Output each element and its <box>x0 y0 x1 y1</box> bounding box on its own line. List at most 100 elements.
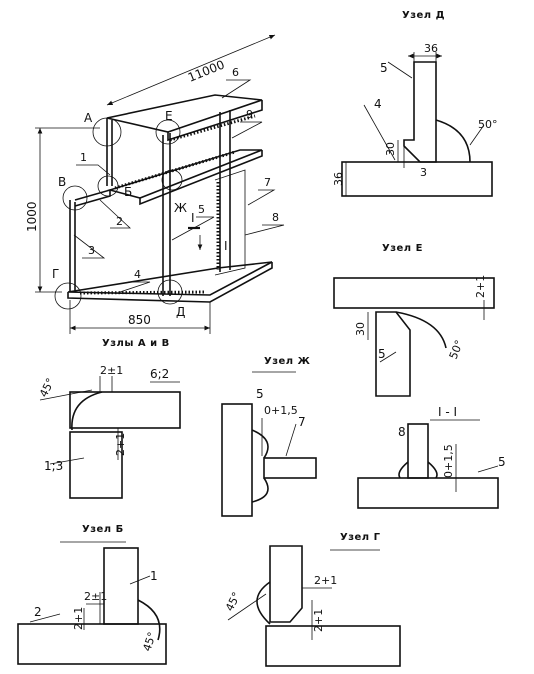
node-b-leader-2 <box>29 613 61 623</box>
node-d-title: Узел Д <box>402 10 445 21</box>
node-d-angle-leader <box>469 124 485 146</box>
section-base <box>357 477 499 509</box>
node-g-label: Г <box>52 267 59 281</box>
node-b-part-bottom: 2 <box>34 605 42 619</box>
detail-node-d: Узел Д 36 5 4 30 36 3 50° <box>332 10 498 197</box>
node-av-leader-bottom <box>49 457 85 465</box>
dim-length-value: 11000 <box>186 57 227 84</box>
node-b-leader-1 <box>129 575 151 585</box>
node-d-circle <box>157 279 183 305</box>
node-d-dim-height: 30 <box>384 142 397 156</box>
node-e-label: Е <box>165 109 173 123</box>
leader-6 <box>221 79 252 99</box>
node-b-gap-h: 2±1 <box>84 590 107 603</box>
node-zh-circle <box>161 169 183 191</box>
node-av-part-bottom: 1;3 <box>44 459 63 473</box>
node-d-angle: 50° <box>478 118 498 131</box>
node-av-gap-h: 2±1 <box>100 364 123 377</box>
leader-4 <box>119 281 151 293</box>
part-1-label: 1 <box>80 151 87 164</box>
part-9-label: 9 <box>246 108 253 121</box>
part-5-label: 5 <box>198 203 205 216</box>
node-g-web <box>269 545 303 623</box>
node-b-circle <box>97 175 119 197</box>
leader-7 <box>247 189 276 206</box>
node-zh-weld-arcs <box>251 429 269 503</box>
node-e-web <box>375 311 411 397</box>
node-a-label: А <box>84 111 93 125</box>
leader-3 <box>73 234 106 259</box>
node-av-title: Узлы А и В <box>102 338 170 349</box>
section-mark-label: I <box>191 211 195 225</box>
leader-9 <box>231 121 263 139</box>
section-part-bottom: 5 <box>498 455 506 469</box>
section-title: I - I <box>438 405 457 419</box>
section-weld-arcs <box>398 461 438 479</box>
node-b-weld-arc <box>137 599 161 641</box>
detail-nodes-a-v: Узлы А и В 45° 2±1 2+1 6;2 1;3 <box>37 338 181 499</box>
dim-line-length <box>106 34 276 106</box>
detail-node-e: Узел Е 30 2+1 50° 5 <box>333 243 495 397</box>
node-zh-label: Ж <box>174 201 187 215</box>
node-v-label: В <box>58 175 66 189</box>
node-b-part-top: 1 <box>150 569 158 583</box>
node-b-web <box>103 547 139 625</box>
node-b-gap-v: 2+1 <box>72 607 85 630</box>
node-e-dim-height: 30 <box>354 322 367 336</box>
node-d-plate <box>341 161 493 197</box>
part-4-label: 4 <box>134 268 141 281</box>
node-e-circle <box>155 119 181 145</box>
node-e-part: 5 <box>378 347 386 361</box>
detail-section-i-i: I - I 8 0+1,5 5 <box>357 405 506 509</box>
node-a-circle <box>92 117 122 147</box>
node-b-label: Б <box>124 185 132 199</box>
node-zh-plate <box>263 457 317 479</box>
node-zh-part-right: 7 <box>298 415 306 429</box>
part-3-label: 3 <box>88 244 95 257</box>
node-g-angle: 45° <box>223 590 243 613</box>
node-zh-leader-7 <box>285 423 297 457</box>
node-d-part-top: 5 <box>380 61 388 75</box>
node-d-label: Д <box>176 305 185 319</box>
part-7-label: 7 <box>264 176 271 189</box>
part-2-bracket <box>74 188 111 207</box>
main-isometric-view: 11000 1000 850 А Е В Б Ж Г Д I I 1 2 3 4… <box>25 34 285 334</box>
section-leader-5 <box>477 465 499 473</box>
node-d-leader-4 <box>363 104 396 161</box>
node-e-title: Узел Е <box>382 243 423 254</box>
middle-flange-edge <box>139 150 263 206</box>
detail-node-b: Узел Б 2±1 2+1 45° 1 2 <box>17 524 167 665</box>
part-8-label: 8 <box>272 211 279 224</box>
node-b-angle: 45° <box>140 630 158 653</box>
dim-width-value: 850 <box>128 313 151 327</box>
top-flange <box>106 94 263 133</box>
dim-height-value: 1000 <box>25 201 39 232</box>
node-zh-part-left: 5 <box>256 387 264 401</box>
leader-8 <box>244 224 285 236</box>
section-part-top: 8 <box>398 425 406 439</box>
section-mark-label-right: I <box>224 239 228 253</box>
node-b-title: Узел Б <box>82 524 124 535</box>
node-av-flange <box>69 391 181 429</box>
node-g-plate <box>265 625 401 667</box>
node-d-dim-plate: 36 <box>332 172 345 186</box>
part-6-label: 6 <box>232 66 239 79</box>
node-av-web <box>69 431 123 499</box>
leader-5 <box>171 216 215 241</box>
part-2-label: 2 <box>116 215 123 228</box>
node-g-title: Узел Г <box>340 532 381 543</box>
node-g-gap-h: 2+1 <box>314 574 337 587</box>
node-d-dim-gap: 3 <box>420 166 427 179</box>
part-8-stiffener <box>214 169 246 276</box>
detail-node-g: Узел Г 45° 2+1 2+1 <box>223 532 401 667</box>
node-g-weld-arc <box>256 581 271 625</box>
node-g-circle <box>54 282 82 310</box>
node-zh-title: Узел Ж <box>264 356 311 367</box>
node-av-angle-leader <box>39 389 93 401</box>
node-e-flange <box>333 277 495 309</box>
node-av-angle: 45° <box>37 376 57 399</box>
section-rib <box>407 423 429 479</box>
node-av-part-top: 6;2 <box>150 367 169 381</box>
leader-2 <box>99 199 132 229</box>
